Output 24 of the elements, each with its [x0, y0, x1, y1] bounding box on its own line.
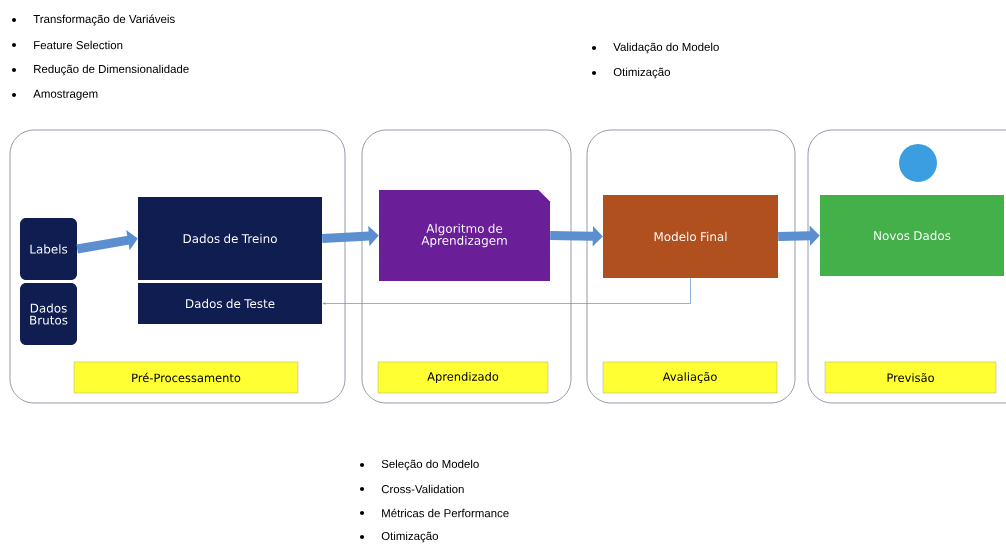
feedback-arrow	[322, 277, 691, 305]
bullet-text: Validação do Modelo	[613, 42, 719, 54]
model-box: Modelo Final	[603, 195, 778, 278]
bullet-text: Amostragem	[33, 89, 98, 101]
new-data-box: Novos Dados	[820, 195, 1004, 276]
stage-label: Previsão	[824, 361, 997, 394]
bullet-text: Métricas de Performance	[382, 508, 509, 518]
data-box: Labels	[20, 218, 77, 280]
bullet-text: Seleção do Modelo	[381, 459, 479, 471]
stage-label: Pré-Processamento	[73, 361, 299, 394]
stage-label: Avaliação	[602, 361, 778, 394]
bullet-text: Otimização	[613, 67, 670, 79]
bullet-text: Redução de Dimensionalidade	[34, 64, 189, 76]
algorithm-box: Algoritmo de Aprendizagem	[379, 190, 550, 281]
data-box: Dados Brutos	[20, 283, 77, 345]
bullet-text: Otimização	[381, 531, 438, 543]
circle-marker	[899, 144, 937, 182]
stage-label: Aprendizado	[377, 361, 549, 394]
bullet-text: Cross-Validation	[381, 484, 464, 494]
data-box: Dados de Teste	[138, 283, 322, 324]
data-box: Dados de Treino	[138, 197, 322, 280]
bullet-text: Transformação de Variáveis	[33, 14, 175, 26]
block-arrow	[76, 230, 138, 254]
bullet-text: Feature Selection	[34, 40, 123, 50]
